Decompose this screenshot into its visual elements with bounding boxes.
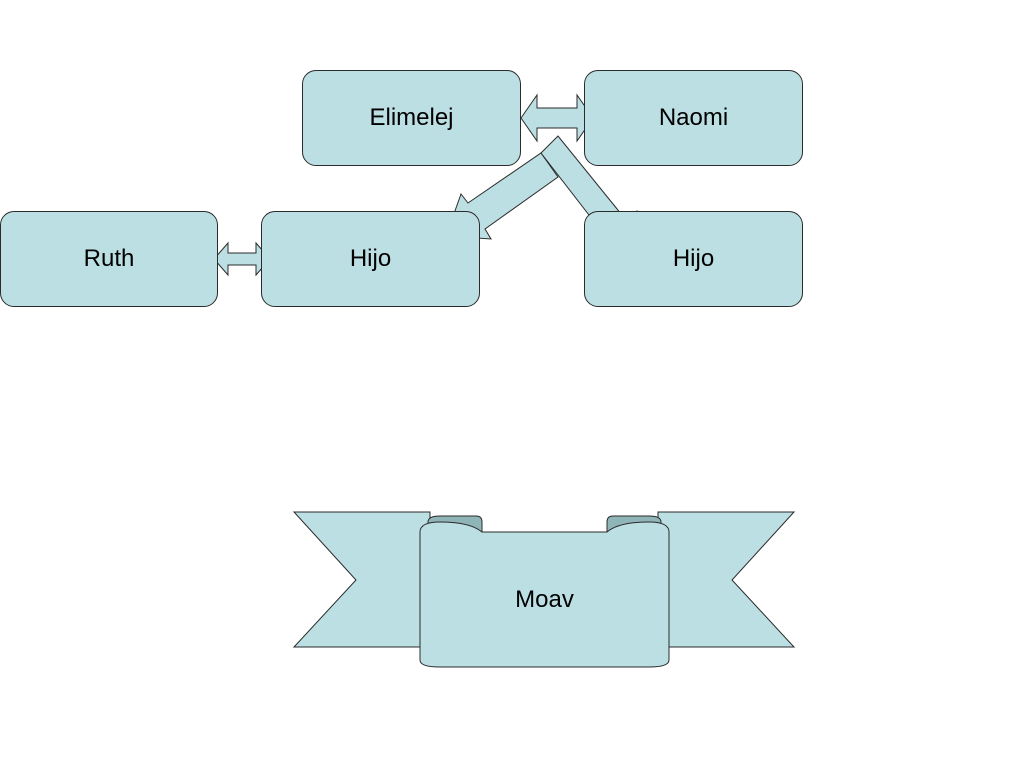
node-elimelej: Elimelej [302, 70, 521, 166]
banner-right-tail [657, 511, 796, 648]
banner-label: Moav [420, 570, 669, 630]
node-label: Ruth [83, 245, 135, 272]
banner-text: Moav [515, 586, 574, 613]
node-naomi: Naomi [584, 70, 803, 166]
node-label: Hijo [672, 245, 715, 272]
node-hijo-left: Hijo [261, 211, 480, 307]
banner-moav [292, 511, 796, 668]
node-label: Hijo [349, 245, 392, 272]
double-arrow-elimelej-naomi [520, 93, 594, 143]
node-label: Naomi [658, 104, 729, 131]
node-label: Elimelej [369, 104, 454, 131]
banner-center [419, 521, 670, 668]
banner-left-tail [292, 511, 431, 648]
node-hijo-right: Hijo [584, 211, 803, 307]
node-ruth: Ruth [0, 211, 218, 307]
